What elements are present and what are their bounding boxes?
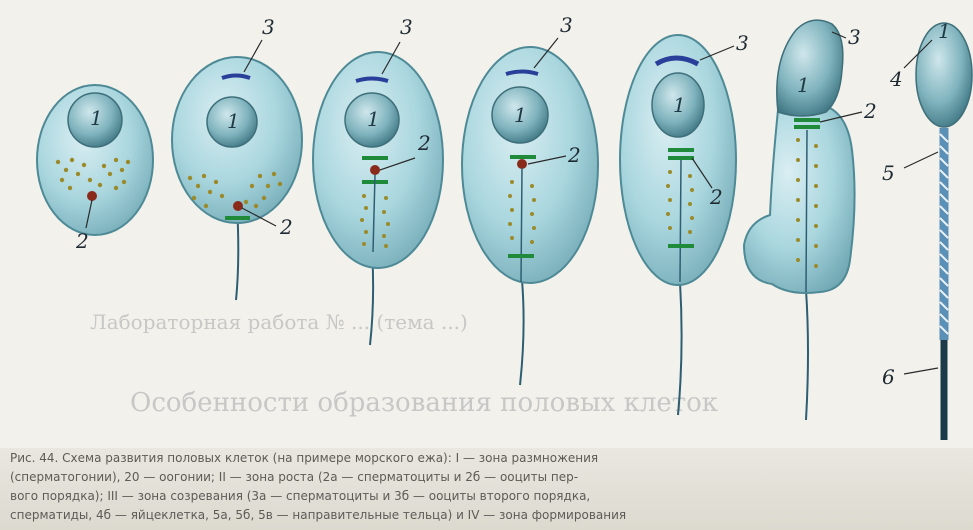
axoneme	[521, 168, 522, 282]
label-nucleus: 1	[938, 19, 951, 43]
leader-6	[904, 368, 938, 374]
label-centriole: 2	[709, 185, 723, 209]
label-acrosome: 3	[262, 15, 275, 39]
label-acrosome: 3	[848, 25, 861, 49]
centriole-dot	[517, 159, 527, 169]
label-nucleus: 1	[673, 93, 686, 117]
sperm-mature: 1 4 5 6	[882, 19, 972, 440]
cell-stage-2: 1 3 2	[172, 15, 302, 300]
flagellum	[520, 280, 524, 385]
leader-5	[904, 152, 938, 168]
cell-stage-3: 1 3 2	[313, 15, 443, 345]
flagellum	[678, 282, 682, 415]
flagellum	[806, 290, 808, 420]
label-centriole: 2	[863, 99, 877, 123]
head-nucleus	[777, 20, 843, 116]
label-acrosome: 3	[736, 31, 749, 55]
axoneme	[806, 130, 807, 292]
centriole-dot	[370, 165, 380, 175]
centriole-dot	[87, 191, 97, 201]
cell-stage-5: 1 3 2	[620, 31, 749, 415]
label-centriole: 2	[567, 143, 581, 167]
label-acrosome: 3	[560, 13, 573, 37]
cell-stage-6: 1 3 2	[744, 20, 877, 420]
label-acrosome: 3	[400, 15, 413, 39]
label-nucleus: 1	[797, 73, 810, 97]
centriole-dot	[233, 201, 243, 211]
label-nucleus: 1	[227, 109, 240, 133]
cell-stage-4: 1 3 2	[462, 13, 598, 385]
axoneme	[680, 160, 681, 282]
label-head: 4	[889, 67, 903, 91]
label-centriole: 2	[75, 229, 89, 253]
label-centriole: 2	[279, 215, 293, 239]
label-nucleus: 1	[90, 106, 103, 130]
label-nucleus: 1	[367, 107, 380, 131]
cell-stage-1: 1 2	[37, 85, 153, 253]
label-nucleus: 1	[514, 103, 527, 127]
label-centriole: 2	[417, 131, 431, 155]
label-midpiece: 5	[882, 161, 895, 185]
label-tail: 6	[882, 365, 895, 389]
